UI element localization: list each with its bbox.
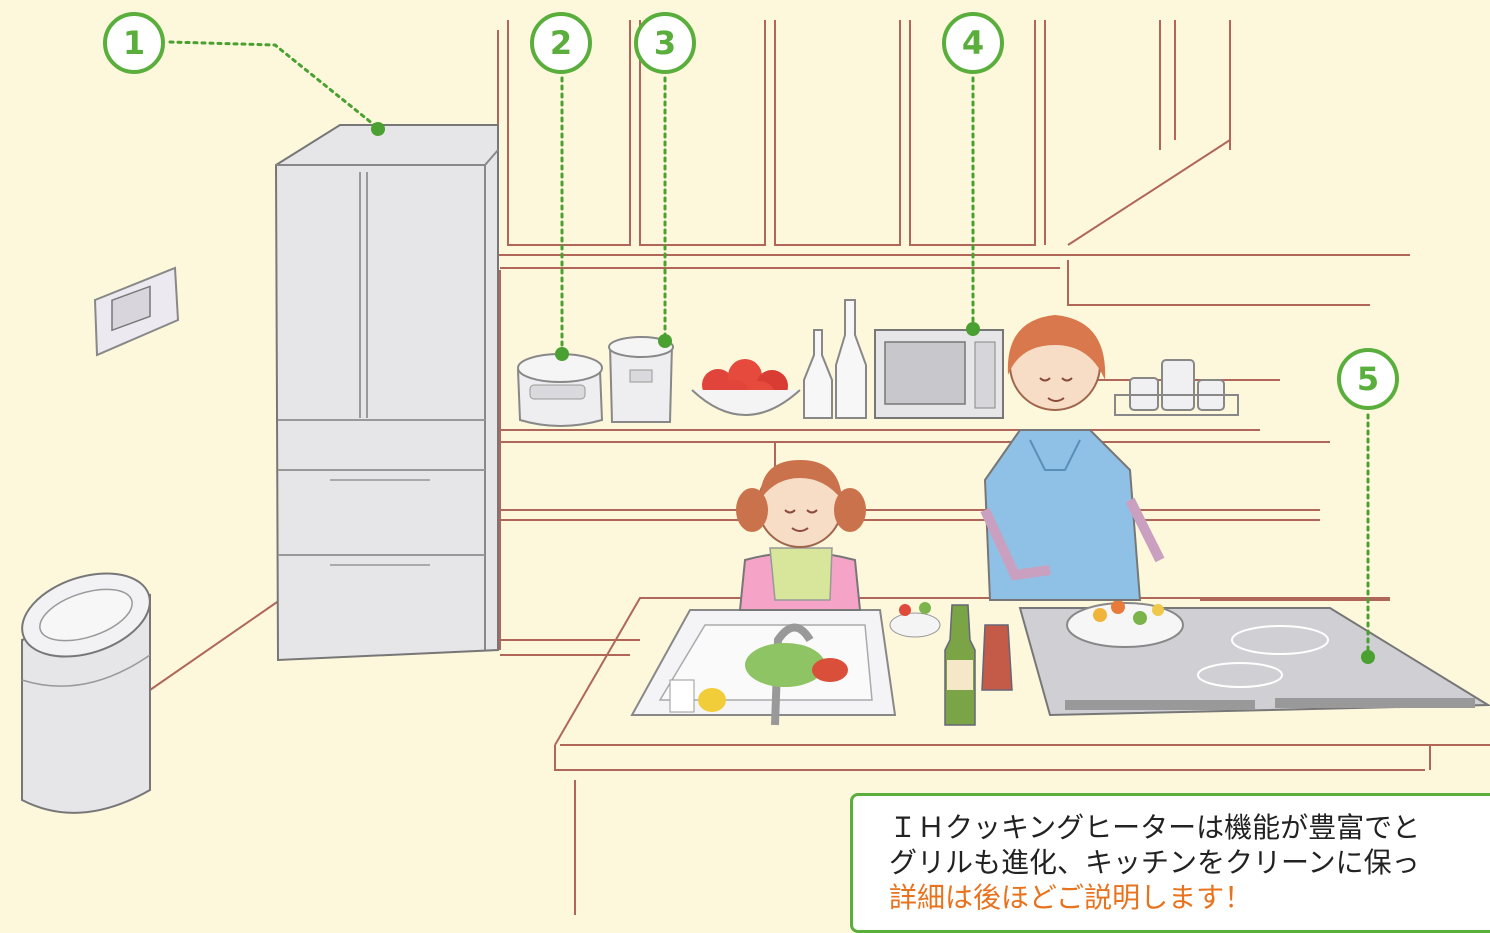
microwave xyxy=(874,329,1004,419)
condiments xyxy=(889,602,1013,726)
mother-figure xyxy=(980,315,1165,601)
leader-lines xyxy=(168,40,1370,658)
leader-dots xyxy=(371,122,1375,664)
marker-5-ih-cooktop[interactable]: 5 xyxy=(1337,348,1399,410)
shelves xyxy=(499,267,1390,656)
marker-1-refrigerator[interactable]: 1 xyxy=(103,12,165,74)
info-callout: ＩＨクッキングヒーターは機能が豊富でと グリルも進化、キッチンをクリーンに保っ … xyxy=(850,793,1490,933)
electric-pot xyxy=(608,336,674,423)
sink xyxy=(630,609,897,726)
rice-cooker xyxy=(516,353,604,427)
upper-cabinets xyxy=(497,20,1410,381)
info-text-line-3: 詳細は後ほどご説明します！ xyxy=(889,881,1253,914)
info-text-line-1: ＩＨクッキングヒーターは機能が豊富でと xyxy=(889,811,1421,844)
fruit-bowl xyxy=(691,359,801,416)
canisters xyxy=(1114,359,1239,416)
marker-2-rice-cooker[interactable]: 2 xyxy=(530,12,592,74)
info-text-line-2: グリルも進化、キッチンをクリーンに保っ xyxy=(889,846,1420,879)
wall-control-panel xyxy=(93,266,180,357)
refrigerator xyxy=(274,124,499,662)
wall-line xyxy=(149,599,281,691)
marker-3-electric-pot[interactable]: 3 xyxy=(634,12,696,74)
marker-4-microwave[interactable]: 4 xyxy=(942,12,1004,74)
bottles xyxy=(803,299,867,419)
trash-can xyxy=(21,572,151,814)
ih-cooktop xyxy=(1018,600,1490,717)
girl-figure xyxy=(736,460,866,611)
